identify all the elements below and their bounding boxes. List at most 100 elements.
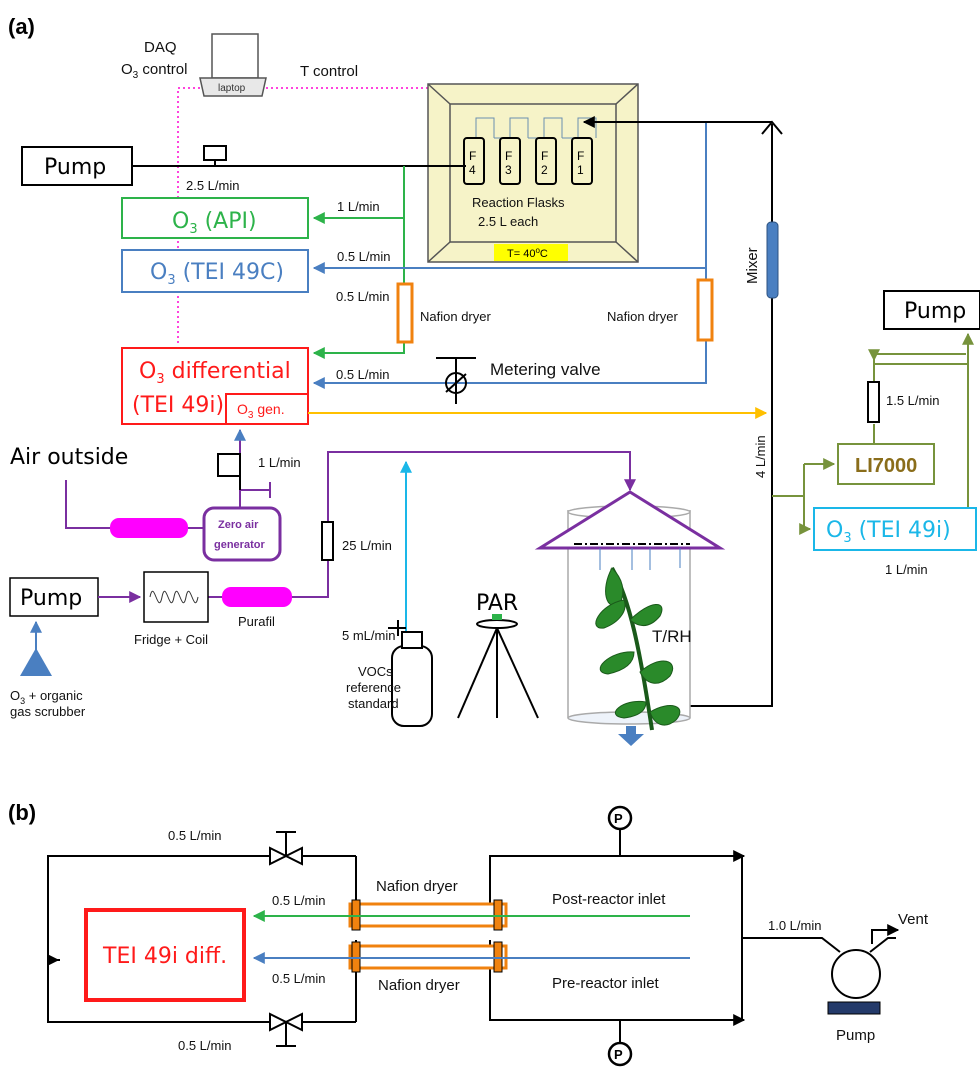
flask-f1: F 1 (571, 137, 593, 185)
par-label: PAR (476, 591, 518, 616)
o3-tei49c-label: O3 (TEI 49C) (150, 260, 284, 288)
needle-valve-bottom-icon (269, 1012, 303, 1047)
voc-flow: 5 mL/min (342, 628, 395, 643)
vent-flow: 1.0 L/min (768, 918, 821, 933)
o3-api-box (121, 197, 309, 239)
t-control-label: T control (300, 63, 358, 80)
temperature-label: T= 40oC (507, 246, 548, 260)
li7000-box (837, 443, 935, 485)
par-sensor-icon (457, 614, 539, 719)
svg-text:F: F (469, 149, 476, 163)
nafion-right-label: Nafion dryer (607, 309, 678, 324)
pump-bottom-box (9, 577, 99, 617)
temperature-badge (494, 244, 568, 261)
nafion-left-label: Nafion dryer (420, 309, 491, 324)
pump-right-flow: 1.5 L/min (886, 393, 939, 408)
voc-line2: reference (346, 680, 401, 695)
green-lines (312, 166, 405, 359)
pressure-gauge-top-icon: P (607, 805, 633, 831)
flowmeter-zero-air-icon (217, 453, 241, 490)
nafion-bottom-label: Nafion dryer (378, 977, 460, 994)
pump-left-label: Pump (44, 155, 106, 180)
li7000-label: LI7000 (855, 455, 917, 477)
fridge-label: Fridge + Coil (134, 632, 208, 647)
panel-a-label: (a) (8, 14, 35, 39)
pump-right-box (883, 290, 980, 330)
o3-tei49c-box (121, 249, 309, 293)
zero-air-line2: generator (214, 539, 265, 551)
o3-tei49c-flow: 0.5 L/min (337, 249, 390, 264)
green-flow: 0.5 L/min (272, 893, 325, 908)
svg-text:3: 3 (505, 163, 512, 177)
metering-valve-icon (436, 357, 476, 404)
o3-tei49i-flow: 1 L/min (885, 562, 928, 577)
fridge-coil-icon (143, 571, 209, 623)
flowmeter-right-icon (867, 381, 880, 423)
pump-bottom-label: Pump (20, 586, 82, 611)
svg-text:2: 2 (541, 163, 548, 177)
olive-lines (772, 332, 974, 535)
purafil-icon (222, 587, 292, 607)
mixer-icon (766, 221, 779, 299)
blue-flow: 0.5 L/min (272, 971, 325, 986)
return-line (582, 116, 783, 707)
mixer-flow: 4 L/min (753, 435, 768, 478)
metering-valve-label: Metering valve (490, 360, 601, 379)
tei-49i-diff-box (84, 908, 246, 1002)
zero-air-line1: Zero air (218, 519, 259, 531)
zero-air-generator-box (202, 506, 282, 562)
reaction-flask-chamber (427, 83, 639, 263)
metering-flow: 0.5 L/min (336, 367, 389, 382)
tei49i-label: (TEI 49i) (132, 393, 224, 418)
pump-b-label: Pump (836, 1027, 875, 1044)
o3-generator-box (225, 393, 309, 425)
leaf-plant-icon (595, 567, 681, 731)
pre-reactor-label: Pre-reactor inlet (552, 975, 660, 992)
flowmeter-purafil-icon (321, 521, 334, 561)
o3-api-flow: 1 L/min (337, 199, 380, 214)
panel-b-label: (b) (8, 800, 36, 825)
mixer-label: Mixer (744, 247, 761, 284)
flowmeter-left-icon (203, 145, 227, 166)
voc-line3: standard (348, 696, 399, 711)
pump-left-box (21, 146, 133, 186)
nafion-dryer-right (696, 278, 714, 342)
post-reactor-label: Post-reactor inlet (552, 891, 666, 908)
svg-text:P: P (614, 1047, 623, 1062)
daq-label: DAQ (144, 39, 177, 56)
vent-arrow (871, 924, 900, 944)
nafion-top-label: Nafion dryer (376, 878, 458, 895)
o3-differential-label: O3 differential (139, 359, 291, 387)
top-flow: 0.5 L/min (168, 828, 221, 843)
control-lines (177, 87, 428, 345)
svg-text:F: F (577, 149, 584, 163)
flasks-title: Reaction Flasks (472, 195, 565, 210)
o3-tei49i-label: O3 (TEI 49i) (826, 518, 951, 546)
air-outside-label: Air outside (10, 445, 128, 470)
svg-text:P: P (614, 811, 623, 826)
pressure-gauge-bottom-icon: P (607, 1041, 633, 1067)
voc-cylinder-icon (388, 620, 433, 727)
flasks-volume: 2.5 L each (478, 214, 538, 229)
trh-label: T/RH (652, 627, 692, 646)
tei-49i-diff-label: TEI 49i diff. (102, 944, 227, 969)
needle-valve-top-icon (269, 831, 303, 866)
scrubber-line1: O3 + organic (10, 688, 83, 706)
air-filter-icon (110, 518, 188, 538)
svg-text:F: F (505, 149, 512, 163)
bottom-flow: 0.5 L/min (178, 1038, 231, 1053)
purple-main-lines (98, 451, 636, 603)
flask-f4: F 4 (463, 137, 485, 185)
nafion-dryer-left (396, 282, 414, 344)
svg-text:F: F (541, 149, 548, 163)
nafion-left-flow: 0.5 L/min (336, 289, 389, 304)
o3-generator-label: O3 gen. (237, 401, 285, 421)
pump-left-flow: 2.5 L/min (186, 178, 239, 193)
svg-text:4: 4 (469, 163, 476, 177)
flask-f2: F 2 (535, 137, 557, 185)
laptop-label: laptop (218, 83, 246, 94)
purafil-flow: 25 L/min (342, 538, 392, 553)
scrubber-line2: gas scrubber (10, 704, 86, 719)
